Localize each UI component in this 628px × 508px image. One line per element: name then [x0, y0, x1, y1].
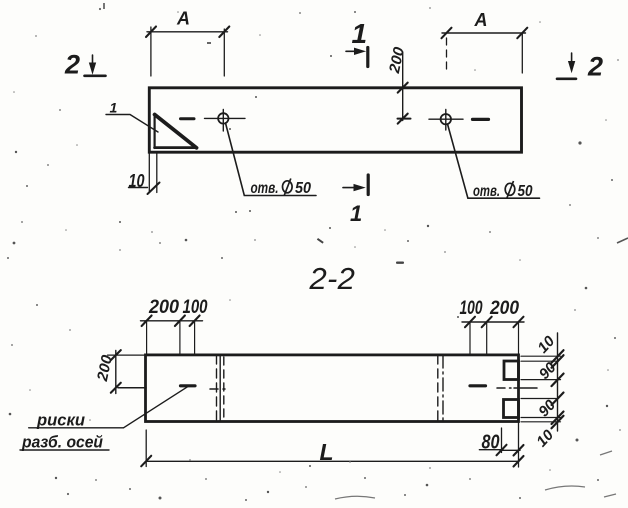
- svg-text:100: 100: [183, 297, 208, 318]
- svg-text:200: 200: [94, 353, 116, 384]
- svg-text:200: 200: [148, 297, 179, 318]
- svg-text:200: 200: [386, 45, 408, 76]
- svg-text:1: 1: [110, 100, 118, 116]
- svg-text:80: 80: [482, 432, 500, 454]
- svg-text:1: 1: [350, 201, 362, 226]
- svg-text:50: 50: [295, 180, 311, 197]
- svg-text:отв.: отв.: [251, 180, 279, 197]
- svg-text:100: 100: [460, 298, 483, 319]
- svg-text:2: 2: [587, 52, 603, 82]
- svg-text:А: А: [474, 10, 488, 30]
- svg-text:разб. осей: разб. осей: [21, 434, 103, 452]
- svg-text:риски: риски: [36, 412, 85, 430]
- svg-text:L: L: [320, 439, 334, 465]
- svg-text:отв.: отв.: [473, 183, 500, 200]
- svg-text:200: 200: [489, 298, 519, 319]
- svg-text:50: 50: [518, 183, 533, 200]
- svg-text:2-2: 2-2: [309, 261, 356, 296]
- svg-text:1: 1: [352, 18, 368, 49]
- svg-text:А: А: [176, 9, 190, 29]
- svg-text:10: 10: [129, 171, 145, 191]
- svg-text:2: 2: [64, 50, 80, 80]
